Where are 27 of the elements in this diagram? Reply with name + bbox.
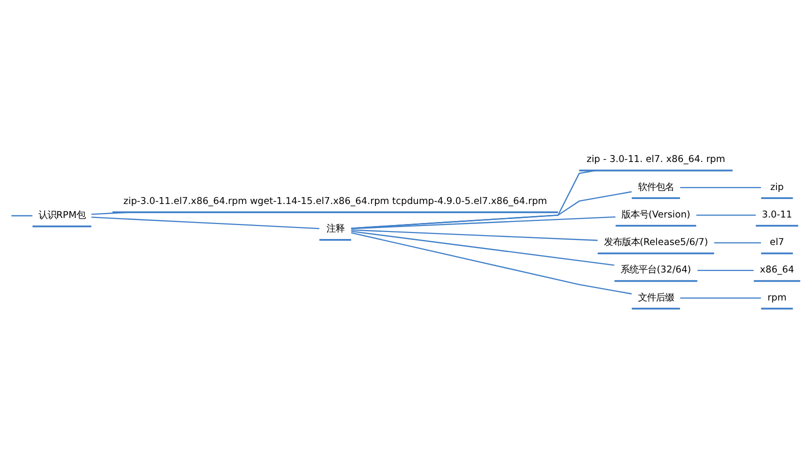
node-text: zip - 3.0-11. el7. x86_64. rpm [586,154,726,165]
connector [680,296,761,298]
connector [351,190,632,228]
node-text: x86_64 [760,264,794,276]
connector [91,216,320,229]
connector [714,242,762,243]
node-text: zip-3.0-11.el7.x86_64.rpm wget-1.14-15.el7.x86_64.rpm tcpdump-4.9.0-5.el7.x86_64.rpm [123,195,548,206]
connector [351,230,614,266]
connector [91,211,130,214]
node-text: 3.0-11 [762,208,792,220]
connector [680,186,761,188]
node-text: rpm [768,292,786,303]
node-text: el7 [770,236,784,248]
node-text: 文件后缀 [638,292,674,303]
node-text: 注释 [326,223,344,234]
connector [351,232,632,294]
connector [351,216,616,229]
node-text: 软件包名 [638,181,674,192]
node-text: 版本号(Version) [621,208,690,220]
node-text: 认识RPM包 [38,210,86,221]
connector [351,228,598,240]
connector [697,269,754,271]
node-text: 系统平台(32/64) [620,264,692,276]
node-text: 发布版本(Release5/6/7) [604,236,708,248]
connector [11,214,32,216]
node-text: zip [770,181,784,192]
connector [696,214,756,216]
